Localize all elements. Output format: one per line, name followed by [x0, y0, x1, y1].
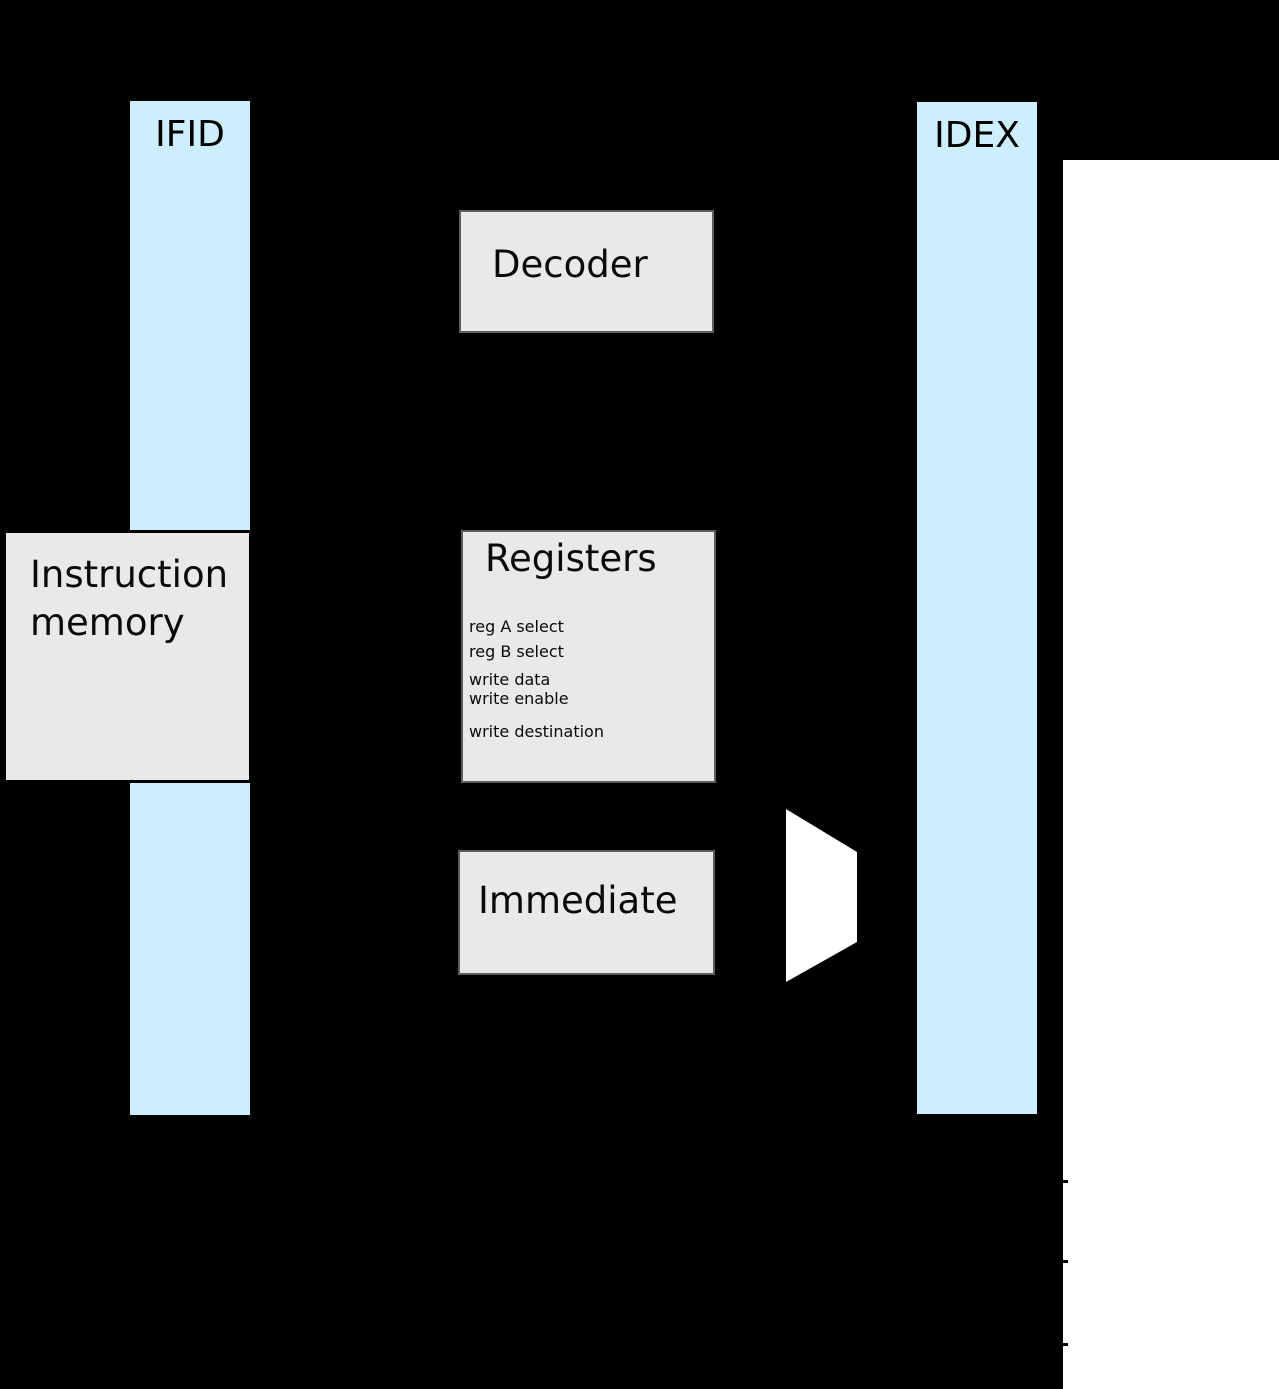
port-label-write-data: write data [469, 670, 551, 689]
wire-stub-panel-2 [1061, 1260, 1068, 1263]
registers-title: Registers [485, 537, 657, 580]
wire-stub-ifid [250, 118, 255, 126]
wire-stub-panel-1 [1061, 1180, 1068, 1183]
decoder-label: Decoder [492, 243, 648, 286]
instruction-memory-label-line1: Instruction [30, 553, 229, 596]
ifid-label: IFID [155, 114, 225, 155]
instruction-memory-label-line2: memory [30, 601, 185, 644]
port-label-write-destination: write destination [469, 722, 604, 741]
immediate-label: Immediate [478, 878, 678, 922]
decoder-block: Decoder [459, 210, 714, 333]
wire-stub-panel-3 [1061, 1343, 1068, 1346]
multiplexer-shape [786, 809, 857, 982]
idex-label: IDEX [934, 115, 1020, 156]
registers-block: Registers reg A select reg B select writ… [461, 530, 716, 783]
wire-stub-instruction-memory [249, 650, 253, 654]
port-label-reg-a-select: reg A select [469, 617, 564, 636]
immediate-block: Immediate [458, 850, 715, 975]
page-background-panel [1063, 160, 1279, 1389]
pipeline-register-idex: IDEX [915, 100, 1039, 1116]
port-label-reg-b-select: reg B select [469, 642, 564, 661]
instruction-memory-block: Instruction memory [3, 530, 252, 783]
port-label-write-enable: write enable [469, 689, 569, 708]
